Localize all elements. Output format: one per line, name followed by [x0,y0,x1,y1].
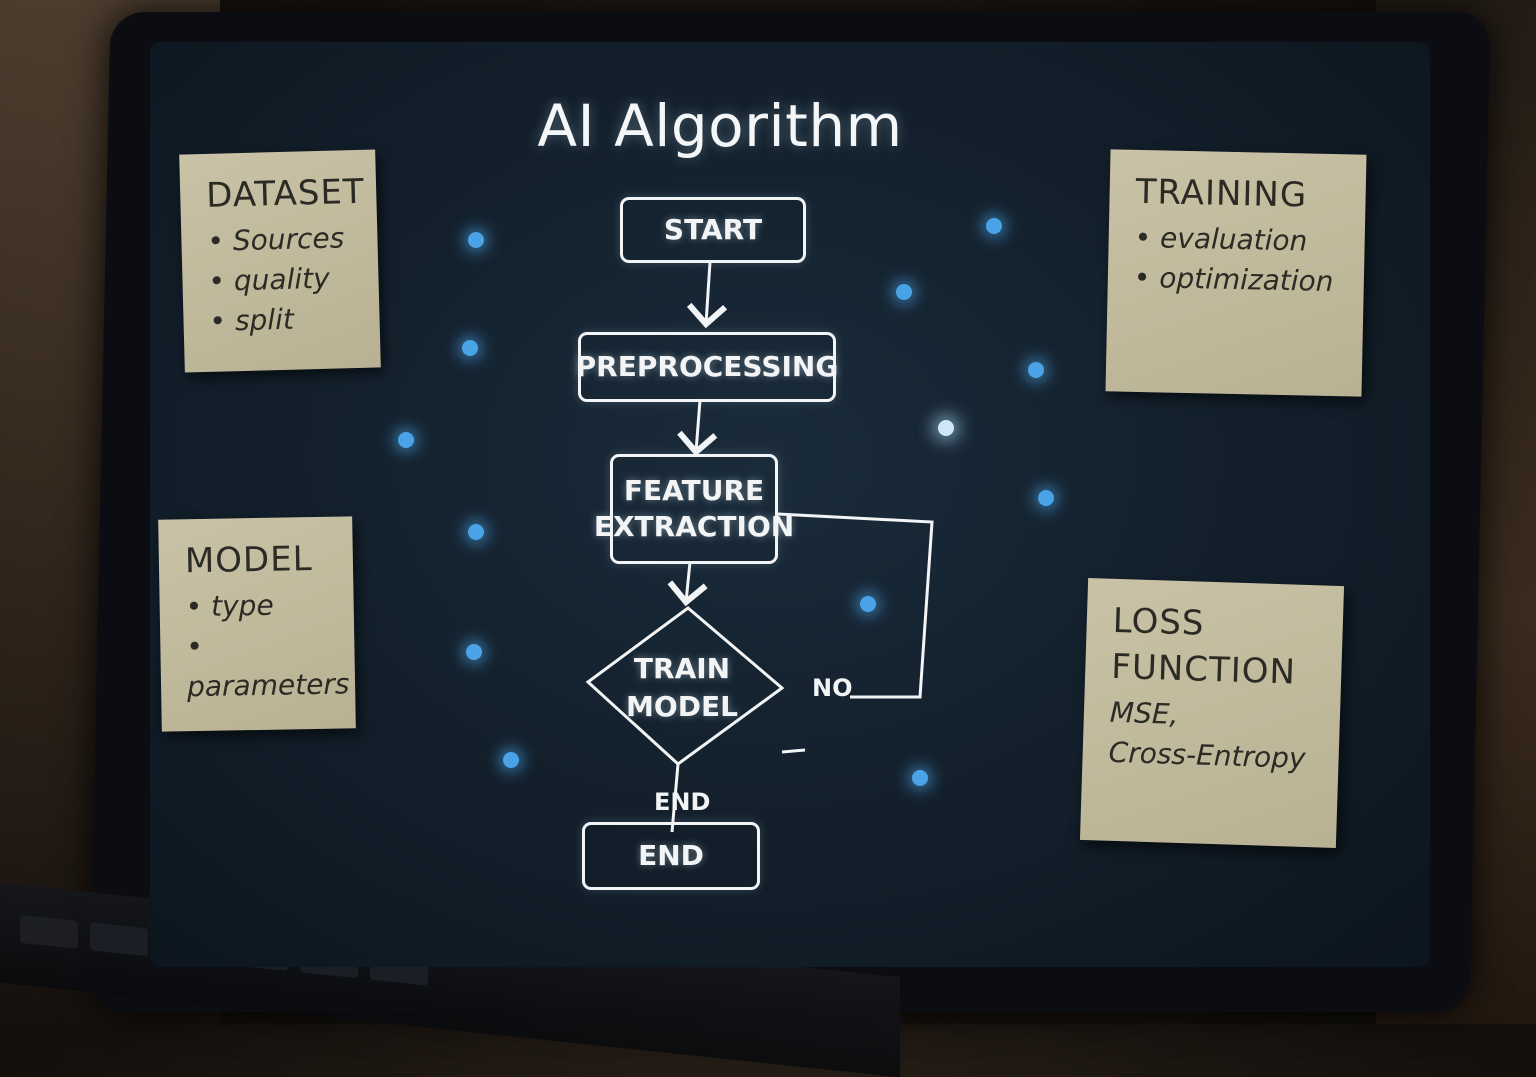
keyboard-key [90,922,148,957]
note-model-title: MODEL [184,539,313,582]
train-model-label-line1: TRAIN [633,652,731,685]
glow-dot [468,524,484,540]
flow-connectors [667,261,934,833]
note-model-item: • parameters [186,629,350,704]
note-loss-title-line1: LOSS [1112,600,1206,644]
note-dataset-title: DATASET [205,171,366,216]
arrow-feature-to-train [667,561,708,607]
preprocessing-label: PREPROCESSING [575,350,839,383]
start-node: START [620,197,806,263]
glow-dot [1028,362,1044,378]
note-training-item: • optimization [1133,260,1334,299]
start-label: START [663,213,763,246]
train-model-label-line2: MODEL [626,690,738,723]
glow-dot [912,770,928,786]
glow-dot [466,644,482,660]
note-loss-item: MSE, [1109,695,1179,731]
no-branch-loop [777,512,934,699]
feature-extraction-label-line2: EXTRACTION [593,510,795,543]
note-model: MODEL • type • parameters [158,516,356,732]
note-dataset: DATASET • Sources • quality • split [179,149,381,373]
end-node: END [582,822,760,890]
note-dataset-item: • Sources [207,221,345,258]
glow-dot [1038,490,1054,506]
arrow-train-to-end [670,763,680,833]
train-model-diamond [585,606,785,766]
note-model-item: • type [185,588,274,624]
train-model-label: TRAIN MODEL [612,650,752,726]
arrow-preprocessing-to-feature [677,399,718,457]
note-dataset-item: • split [209,302,295,338]
glow-dot [938,420,954,436]
note-loss-function: LOSS FUNCTION MSE, Cross-Entropy [1079,578,1345,848]
feature-extraction-node: FEATURE EXTRACTION [594,454,794,564]
end-branch-label: END [654,788,711,816]
note-training-title: TRAINING [1135,171,1308,216]
glow-dot [503,752,519,768]
glow-dot [896,284,912,300]
end-label: END [638,839,704,872]
keyboard-key [20,914,78,949]
feature-extraction-label-line1: FEATURE [623,474,765,507]
note-dataset-item: • quality [208,261,331,298]
diagram-title: AI Algorithm [537,92,903,160]
glow-dot [462,340,478,356]
glow-dot [986,218,1002,234]
glow-dot [398,432,414,448]
note-loss-title-line2: FUNCTION [1110,646,1297,693]
laptop-screen: AI Algorithm START PREPROCESSING F [150,42,1430,967]
no-branch-stub [781,748,806,754]
no-branch-label: NO [812,674,853,702]
glow-dot [860,596,876,612]
glow-dot [468,232,484,248]
note-loss-item: Cross-Entropy [1108,735,1307,775]
note-training-item: • evaluation [1134,220,1308,258]
preprocessing-node: PREPROCESSING [575,332,839,402]
note-training: TRAINING • evaluation • optimization [1105,149,1367,397]
arrow-start-to-preprocessing [686,261,728,329]
